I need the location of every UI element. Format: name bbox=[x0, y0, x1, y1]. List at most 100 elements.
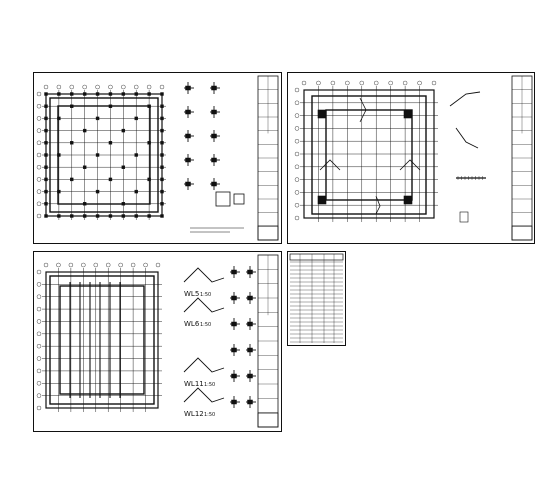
grid-bubble bbox=[294, 87, 300, 93]
detail-box bbox=[233, 193, 245, 205]
detail-section bbox=[247, 347, 253, 353]
section-label-wl11: WL11 bbox=[184, 380, 204, 388]
column-mark bbox=[160, 104, 164, 108]
grid-bubble bbox=[36, 116, 42, 121]
column-mark bbox=[147, 104, 151, 108]
table-header bbox=[289, 253, 344, 261]
column-mark bbox=[57, 189, 61, 194]
detail-section bbox=[211, 133, 217, 139]
grid-bubble bbox=[36, 140, 42, 146]
title-block-stamp bbox=[257, 225, 279, 241]
grid-bubble bbox=[95, 84, 100, 90]
section-scale-wl6: 1:50 bbox=[200, 322, 211, 328]
grid-bubble bbox=[82, 84, 87, 90]
column-mark bbox=[95, 92, 100, 96]
section-scale-wl12: 1:50 bbox=[204, 412, 215, 418]
grid-bubble bbox=[155, 262, 161, 268]
column-mark bbox=[44, 141, 48, 145]
detail-section bbox=[185, 157, 191, 163]
column-mark bbox=[108, 214, 113, 218]
title-block-stamp bbox=[257, 412, 279, 428]
detail-section bbox=[231, 373, 237, 379]
grid-bubble bbox=[36, 405, 42, 411]
column-mark bbox=[82, 128, 87, 133]
grid-bubble bbox=[93, 262, 98, 268]
column-mark bbox=[44, 214, 48, 218]
grid-bubble bbox=[36, 294, 42, 299]
detail-section bbox=[211, 157, 217, 163]
sheet-2-content bbox=[294, 75, 533, 241]
detail-section bbox=[247, 399, 253, 405]
grid-bubble bbox=[417, 80, 422, 86]
grid-bubble bbox=[374, 80, 379, 86]
grid-bubble bbox=[36, 368, 42, 374]
detail-box bbox=[459, 211, 469, 223]
grid-bubble bbox=[301, 80, 307, 86]
column-mark bbox=[108, 177, 113, 182]
column-mark bbox=[95, 189, 100, 194]
corner-block bbox=[403, 195, 413, 205]
grid-bubble bbox=[316, 80, 321, 86]
grid-bubble bbox=[294, 113, 300, 118]
column-mark bbox=[147, 177, 151, 182]
grid-bubble bbox=[43, 84, 49, 90]
grid-bubble bbox=[36, 269, 42, 275]
column-mark bbox=[134, 189, 138, 194]
column-mark bbox=[57, 116, 61, 121]
grid-bubble bbox=[43, 262, 49, 268]
grid-bubble bbox=[68, 262, 74, 268]
detail-section bbox=[185, 85, 191, 91]
column-mark bbox=[121, 214, 126, 218]
column-mark bbox=[147, 214, 151, 218]
column-mark bbox=[70, 141, 74, 145]
column-mark bbox=[134, 214, 138, 218]
grid-bubble bbox=[36, 356, 42, 361]
column-mark bbox=[121, 165, 126, 169]
gable-line bbox=[319, 159, 341, 171]
column-mark bbox=[82, 92, 87, 96]
sheet-1-content bbox=[36, 75, 279, 241]
section-label-wl12: WL12 bbox=[184, 410, 204, 418]
structure-ring bbox=[49, 97, 159, 213]
column-mark bbox=[160, 165, 164, 169]
section-label-wl5: WL5 bbox=[184, 290, 199, 298]
grid-bubble bbox=[294, 126, 300, 131]
column-mark bbox=[160, 214, 164, 218]
column-mark bbox=[70, 104, 74, 108]
column-mark bbox=[44, 202, 48, 206]
grid-bubble bbox=[143, 262, 148, 268]
column-mark bbox=[160, 116, 164, 121]
column-mark bbox=[108, 92, 113, 96]
grid-bubble bbox=[36, 103, 42, 109]
grid-bubble bbox=[36, 331, 42, 337]
column-mark bbox=[134, 116, 138, 121]
column-mark bbox=[82, 165, 87, 169]
grid-bubble bbox=[294, 177, 300, 182]
grid-bubble bbox=[146, 84, 152, 90]
column-mark bbox=[57, 214, 61, 218]
structure-ring bbox=[59, 285, 145, 395]
grid-bubble bbox=[36, 177, 42, 182]
plan-outline bbox=[45, 271, 159, 409]
corner-block bbox=[317, 195, 327, 205]
column-mark bbox=[44, 104, 48, 108]
column-mark bbox=[147, 141, 151, 145]
detail-section bbox=[211, 109, 217, 115]
column-mark bbox=[70, 214, 74, 218]
grid-bubble bbox=[36, 201, 42, 207]
column-mark bbox=[134, 153, 138, 157]
column-mark bbox=[44, 116, 48, 121]
beam-elevation bbox=[183, 387, 225, 403]
detail-section bbox=[231, 347, 237, 353]
drawing-sheet-roof bbox=[287, 72, 535, 244]
detail-section bbox=[231, 399, 237, 405]
detail-section bbox=[211, 181, 217, 187]
grid-bubble bbox=[134, 84, 139, 90]
grid-bubble bbox=[106, 262, 111, 268]
detail-section bbox=[185, 133, 191, 139]
column-mark bbox=[160, 128, 164, 133]
grid-bubble bbox=[36, 319, 42, 324]
grid-bubble bbox=[36, 381, 42, 386]
grid-bubble bbox=[294, 215, 300, 221]
